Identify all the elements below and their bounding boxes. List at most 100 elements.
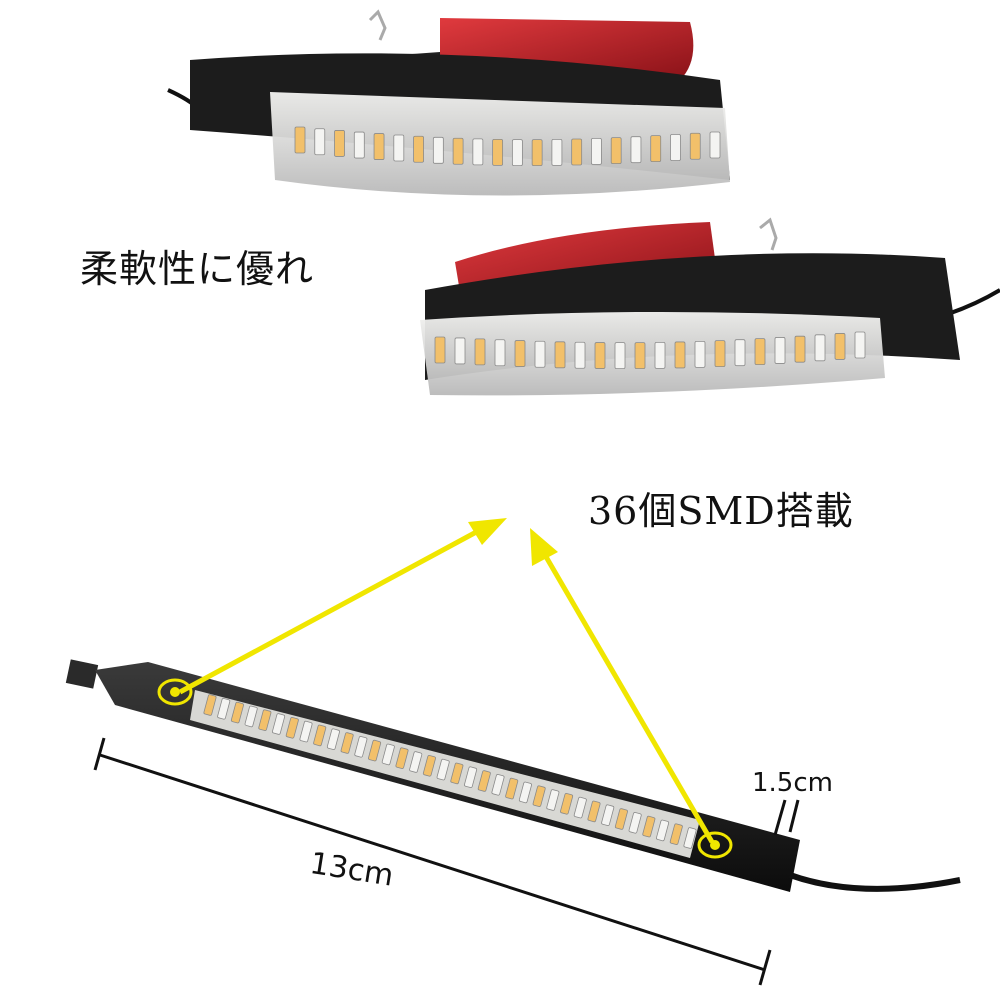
led-chip	[393, 134, 405, 162]
led-chip	[395, 747, 409, 769]
led-chip	[434, 336, 446, 364]
led-chip	[834, 333, 846, 360]
led-chip	[381, 743, 395, 766]
led-chip	[436, 758, 450, 781]
led-chip	[217, 698, 231, 720]
wire-hook	[368, 9, 387, 41]
led-chip	[709, 131, 721, 159]
curved-led-strip-top	[167, 9, 730, 196]
wire-hook	[759, 217, 778, 251]
width-dimension-line	[773, 799, 800, 836]
led-chip	[491, 774, 505, 796]
led-chip	[353, 131, 365, 159]
led-chip	[422, 755, 436, 777]
led-row	[203, 694, 697, 849]
led-chip	[630, 136, 642, 164]
target-circle-icon	[697, 831, 733, 859]
led-chip	[450, 762, 464, 785]
led-chip	[230, 701, 244, 724]
pointer-arrows	[178, 518, 715, 844]
width-label: 1.5cm	[752, 768, 833, 798]
led-chip	[258, 709, 272, 731]
led-chip	[532, 785, 546, 807]
led-chip	[368, 739, 382, 762]
led-chip	[452, 137, 464, 165]
caption-flexibility: 柔軟性に優れ	[80, 247, 315, 291]
led-chip	[554, 341, 566, 369]
led-chip	[546, 789, 560, 811]
led-chip	[594, 342, 606, 369]
led-chip	[670, 134, 681, 161]
led-chip	[714, 340, 726, 367]
led-chip	[203, 694, 217, 716]
led-chip	[454, 337, 466, 365]
led-chip	[409, 751, 423, 773]
led-chip	[669, 823, 683, 845]
led-chip	[474, 338, 486, 366]
led-row	[294, 126, 721, 167]
led-chip	[272, 713, 286, 735]
led-chip	[614, 808, 628, 830]
led-chip	[313, 724, 327, 747]
led-chip	[299, 720, 313, 743]
led-row	[434, 331, 866, 370]
led-chip	[854, 331, 866, 359]
led-chip	[601, 804, 615, 826]
led-chip	[340, 732, 354, 754]
led-chip	[573, 796, 587, 819]
led-chip	[571, 138, 583, 166]
led-chip	[494, 339, 506, 367]
led-chip	[656, 819, 670, 842]
led-chip	[244, 705, 258, 728]
led-chip	[514, 340, 526, 367]
target-circle-icon	[157, 678, 193, 706]
led-chip	[432, 136, 444, 164]
led-chip	[354, 736, 368, 758]
led-chip	[587, 800, 601, 823]
led-chip	[634, 342, 646, 369]
led-chip	[591, 137, 602, 165]
led-chip	[754, 338, 766, 366]
led-chip	[574, 341, 586, 369]
led-chip	[683, 827, 697, 849]
led-chip	[511, 139, 523, 166]
led-chip	[294, 126, 306, 154]
power-cable	[788, 872, 961, 892]
led-chip	[774, 337, 786, 364]
led-chip	[628, 812, 642, 834]
cable-tie	[65, 659, 99, 689]
led-chip	[614, 342, 626, 370]
led-chip	[794, 335, 806, 363]
led-chip	[694, 340, 706, 368]
led-chip	[477, 770, 491, 792]
led-chip	[464, 766, 478, 788]
caption-smd-count: 36個SMD搭載	[588, 489, 854, 533]
led-chip	[814, 334, 826, 362]
led-chip	[650, 135, 662, 163]
led-chip	[689, 132, 701, 160]
led-chip	[642, 815, 656, 838]
led-chip	[518, 781, 532, 804]
led-chip	[413, 135, 424, 163]
led-chip	[505, 777, 519, 800]
led-chip	[326, 728, 340, 750]
led-chip	[674, 341, 686, 369]
led-chip	[610, 137, 622, 165]
led-chip	[531, 139, 543, 167]
curved-led-strip-bottom	[420, 217, 1000, 396]
led-chip	[373, 133, 385, 160]
led-chip	[314, 128, 326, 156]
led-chip	[285, 717, 299, 739]
led-chip	[334, 130, 345, 157]
straight-led-bar	[65, 659, 961, 892]
strip-lens	[420, 311, 885, 396]
led-chip	[560, 793, 574, 815]
led-chip	[492, 138, 504, 166]
length-dimension-line	[93, 737, 772, 986]
led-chip	[472, 138, 484, 166]
led-chip	[734, 339, 746, 367]
led-chip	[654, 341, 666, 369]
led-chip	[534, 340, 546, 368]
led-chip	[551, 139, 563, 166]
